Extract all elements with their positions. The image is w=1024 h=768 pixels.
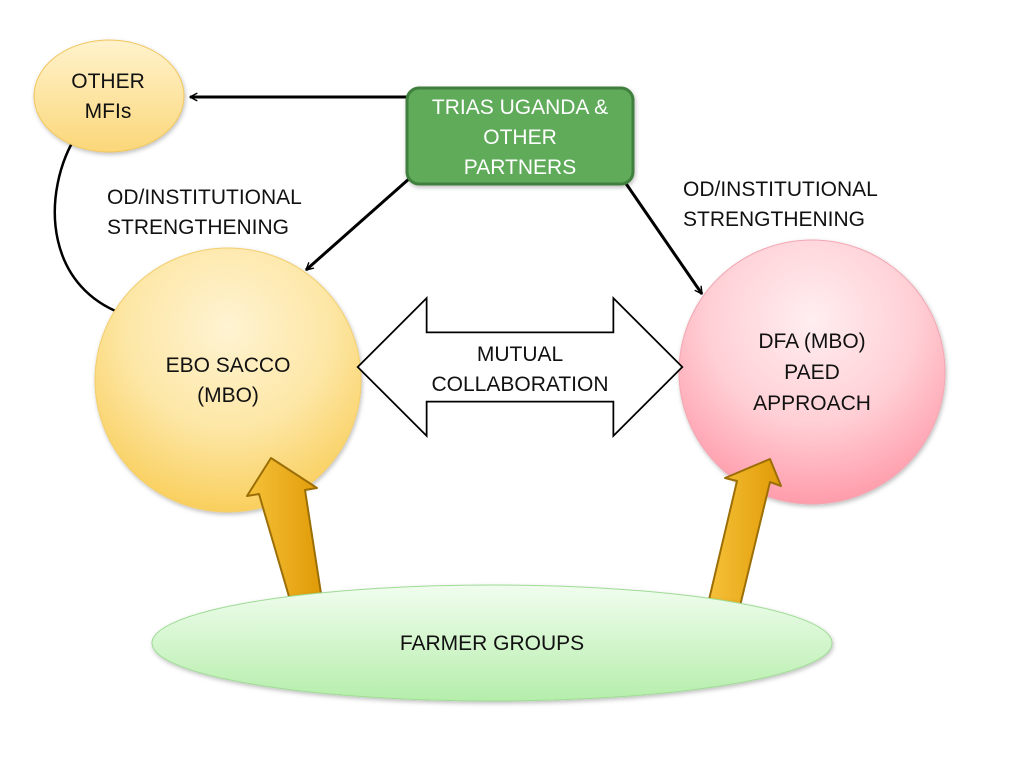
od-label-right: OD/INSTITUTIONAL STRENGTHENING (683, 178, 878, 231)
arrow-trias-to-sacco (305, 176, 411, 272)
ebo-sacco-line1: EBO SACCO (166, 354, 291, 377)
trias-line1: TRIAS UGANDA & (432, 96, 608, 119)
other-mfis-node: OTHER MFIs (33, 39, 185, 153)
farmer-groups-node: FARMER GROUPS (151, 584, 833, 702)
dfa-node: DFA (MBO) PAED APPROACH (678, 239, 946, 505)
dfa-line3: APPROACH (753, 392, 871, 415)
mfi-sacco-connector-line (53, 131, 147, 322)
od-label-left: OD/INSTITUTIONAL STRENGTHENING (107, 186, 302, 239)
dfa-line1: DFA (MBO) (758, 330, 865, 353)
mutual-line1: MUTUAL (477, 343, 563, 366)
od-left-line1: OD/INSTITUTIONAL (107, 186, 302, 209)
od-right-line2: STRENGTHENING (683, 208, 865, 231)
arrow-trias-to-dfa (616, 171, 704, 295)
trias-line2: OTHER (483, 126, 557, 149)
ebo-sacco-line2: (MBO) (197, 384, 259, 407)
mutual-line2: COLLABORATION (432, 373, 609, 396)
trias-node: TRIAS UGANDA & OTHER PARTNERS (405, 86, 635, 186)
gold-arrow-to-sacco (246, 457, 323, 601)
mutual-collaboration-arrow: MUTUAL COLLABORATION (356, 295, 684, 439)
other-mfis-line2: MFIs (85, 100, 132, 123)
farmer-groups-label: FARMER GROUPS (400, 632, 584, 655)
trias-line3: PARTNERS (464, 156, 576, 179)
dfa-line2: PAED (784, 361, 840, 384)
other-mfis-line1: OTHER (71, 70, 145, 93)
od-right-line1: OD/INSTITUTIONAL (683, 178, 878, 201)
od-left-line2: STRENGTHENING (107, 216, 289, 239)
ebo-sacco-node: EBO SACCO (MBO) (94, 247, 362, 513)
gold-arrow-to-dfa (707, 458, 782, 607)
